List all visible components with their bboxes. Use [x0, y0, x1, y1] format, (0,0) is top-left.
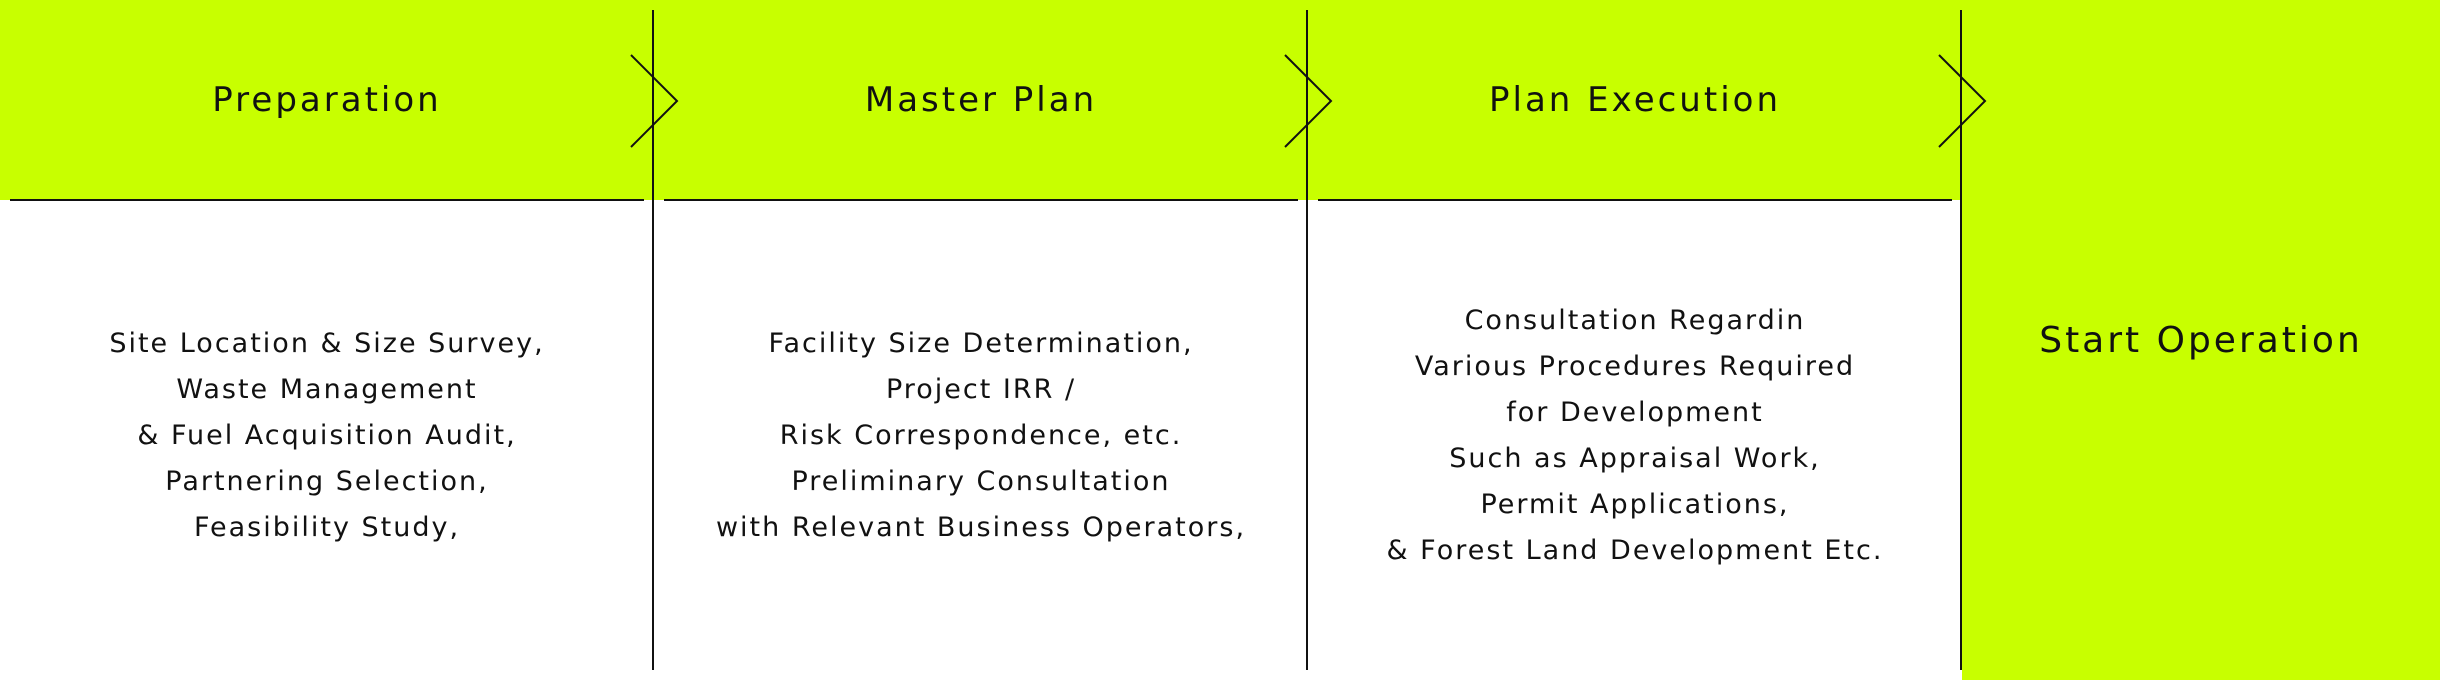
step-title-plan-execution: Plan Execution [1489, 80, 1781, 120]
step-divider [652, 10, 654, 670]
step-divider [1306, 10, 1308, 670]
step-rule-preparation [10, 199, 644, 201]
detail-line: Such as Appraisal Work, [1449, 443, 1821, 474]
detail-line: & Forest Land Development Etc. [1386, 535, 1884, 566]
detail-line: Permit Applications, [1480, 489, 1790, 520]
detail-line: & Fuel Acquisition Audit, [137, 420, 517, 451]
step-details-preparation: Site Location & Size Survey, Waste Manag… [10, 202, 644, 670]
step-title-preparation: Preparation [212, 80, 442, 120]
detail-line: Preliminary Consultation [791, 466, 1171, 497]
detail-line: Site Location & Size Survey, [109, 328, 545, 359]
detail-line: Consultation Regardin [1464, 305, 1806, 336]
header-band [0, 0, 1962, 200]
step-title-master-plan: Master Plan [864, 80, 1098, 120]
chevron-right-icon [1284, 54, 1333, 148]
detail-line: Various Procedures Required [1414, 351, 1856, 382]
step-details-master-plan: Facility Size Determination, Project IRR… [664, 202, 1298, 670]
chevron-right-icon [630, 54, 679, 148]
detail-line: Feasibility Study, [193, 512, 461, 543]
detail-line: Waste Management [176, 374, 478, 405]
detail-line: Risk Correspondence, etc. [779, 420, 1183, 451]
final-step-panel: Start Operation [1962, 0, 2440, 680]
detail-line: Partnering Selection, [165, 466, 489, 497]
detail-line: for Development [1506, 397, 1764, 428]
chevron-right-icon [1938, 54, 1987, 148]
step-rule-master-plan [664, 199, 1298, 201]
detail-line: Project IRR / [885, 374, 1077, 405]
detail-line: Facility Size Determination, [768, 328, 1194, 359]
step-rule-plan-execution [1318, 199, 1952, 201]
detail-line: with Relevant Business Operators, [715, 512, 1247, 543]
step-details-plan-execution: Consultation Regardin Various Procedures… [1318, 202, 1952, 670]
step-title-start-operation: Start Operation [2039, 319, 2363, 361]
step-divider [1960, 10, 1962, 670]
